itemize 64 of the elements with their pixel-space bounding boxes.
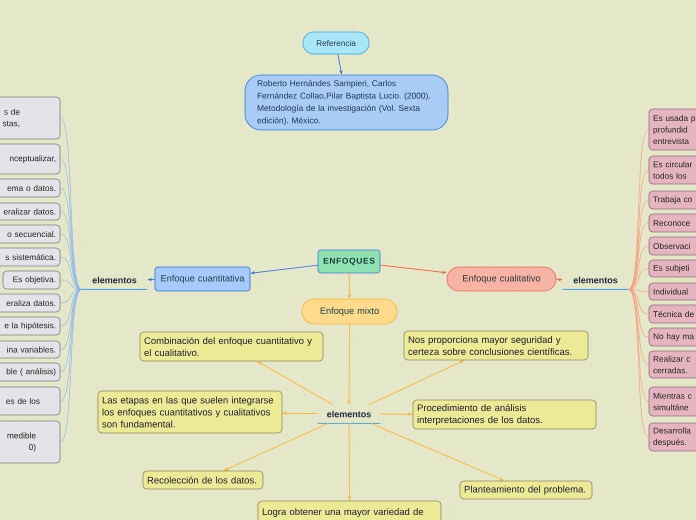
note-box: Las etapas en las que suelen integrarse los enfoques cuantitativos y cualitativos son fundamental. bbox=[98, 390, 282, 434]
branch-line bbox=[60, 188, 82, 290]
reference-box: Roberto Hernándes Sampieri, Carlos Fernández Collao,Pilar Baptista Lucio. (2000). Metodología de la investigación (Vol. Sexta edición). México. bbox=[244, 74, 448, 130]
note-box: Técnica de bbox=[648, 304, 696, 324]
note-box: Individual bbox=[648, 282, 696, 300]
note-box: No hay ma bbox=[648, 328, 696, 346]
note-box: Es circular todos los bbox=[648, 156, 696, 184]
branch-line bbox=[60, 118, 82, 290]
note-box: es de los bbox=[0, 386, 60, 416]
branch-line bbox=[60, 289, 82, 372]
branch-line bbox=[628, 222, 649, 290]
note-box: s sistemática. bbox=[0, 248, 60, 266]
branch-label: elementos bbox=[318, 410, 380, 424]
note-box: ble ( análisis) bbox=[0, 362, 60, 382]
branch-label: elementos bbox=[82, 276, 148, 290]
branch-line bbox=[628, 289, 649, 365]
note-box: Recolección de los datos. bbox=[142, 470, 264, 490]
branch-line bbox=[60, 158, 82, 290]
note-box: s de stas, bbox=[0, 96, 60, 140]
note-box: Es subjeti bbox=[648, 260, 696, 278]
note-box: medible 0) bbox=[0, 420, 60, 464]
note-box: Observaci bbox=[648, 236, 696, 256]
branch-line bbox=[628, 289, 649, 314]
note-box: Nos proporciona mayor seguridad y certeza sobre conclusiones científicas. bbox=[404, 330, 588, 360]
branch-line bbox=[628, 289, 649, 402]
note-box: Mientras c simultáne bbox=[648, 386, 696, 416]
topic-pill: Enfoque cualitativo bbox=[446, 266, 556, 292]
root-box: ENFOQUES bbox=[318, 250, 380, 274]
note-box: Desarrolla después. bbox=[648, 422, 696, 452]
branch-line bbox=[60, 256, 82, 290]
topic-pill: Enfoque mixto bbox=[302, 298, 398, 324]
branch-line bbox=[628, 289, 649, 292]
note-box: Reconoce bbox=[648, 214, 696, 232]
note-box: e la hipótesis. bbox=[0, 316, 60, 336]
branch-line bbox=[60, 289, 82, 326]
branch-line bbox=[628, 200, 649, 290]
note-box: Trabaja co bbox=[648, 190, 696, 210]
note-box: Combinación del enfoque cuantitativo y el cualitativo. bbox=[140, 332, 324, 362]
note-box: Es usada p profundid entrevista bbox=[648, 108, 696, 150]
branch-line bbox=[60, 234, 82, 290]
pill-node: Referencia bbox=[302, 32, 370, 54]
note-box: Procedimiento de análisis interpretaciones de los datos. bbox=[412, 400, 596, 430]
note-box: eralizar datos. bbox=[0, 202, 60, 220]
branch-line bbox=[628, 289, 649, 338]
branch-line bbox=[60, 289, 82, 442]
branch-line bbox=[60, 289, 82, 402]
topic-box: Enfoque cuantitativa bbox=[154, 266, 250, 292]
note-box: Planteamiento del problema. bbox=[460, 480, 592, 500]
branch-line bbox=[628, 268, 649, 290]
note-box: nceptualizar, bbox=[0, 144, 60, 174]
note-box: ema o datos. bbox=[0, 178, 60, 198]
note-box: o secuencial. bbox=[0, 224, 60, 244]
note-box: Es objetiva. bbox=[2, 270, 60, 290]
note-box: Logra obtener una mayor variedad de bbox=[258, 500, 442, 520]
note-box: Realizar c cerradas. bbox=[648, 350, 696, 378]
branch-line bbox=[60, 280, 82, 290]
branch-line bbox=[628, 289, 649, 438]
branch-line bbox=[628, 246, 649, 290]
note-box: eraliza datos. bbox=[0, 294, 60, 312]
branch-label: elementos bbox=[562, 276, 628, 290]
branch-line bbox=[628, 170, 649, 290]
note-box: ina variables. bbox=[0, 340, 60, 358]
branch-line bbox=[60, 289, 82, 304]
branch-line bbox=[628, 129, 649, 290]
